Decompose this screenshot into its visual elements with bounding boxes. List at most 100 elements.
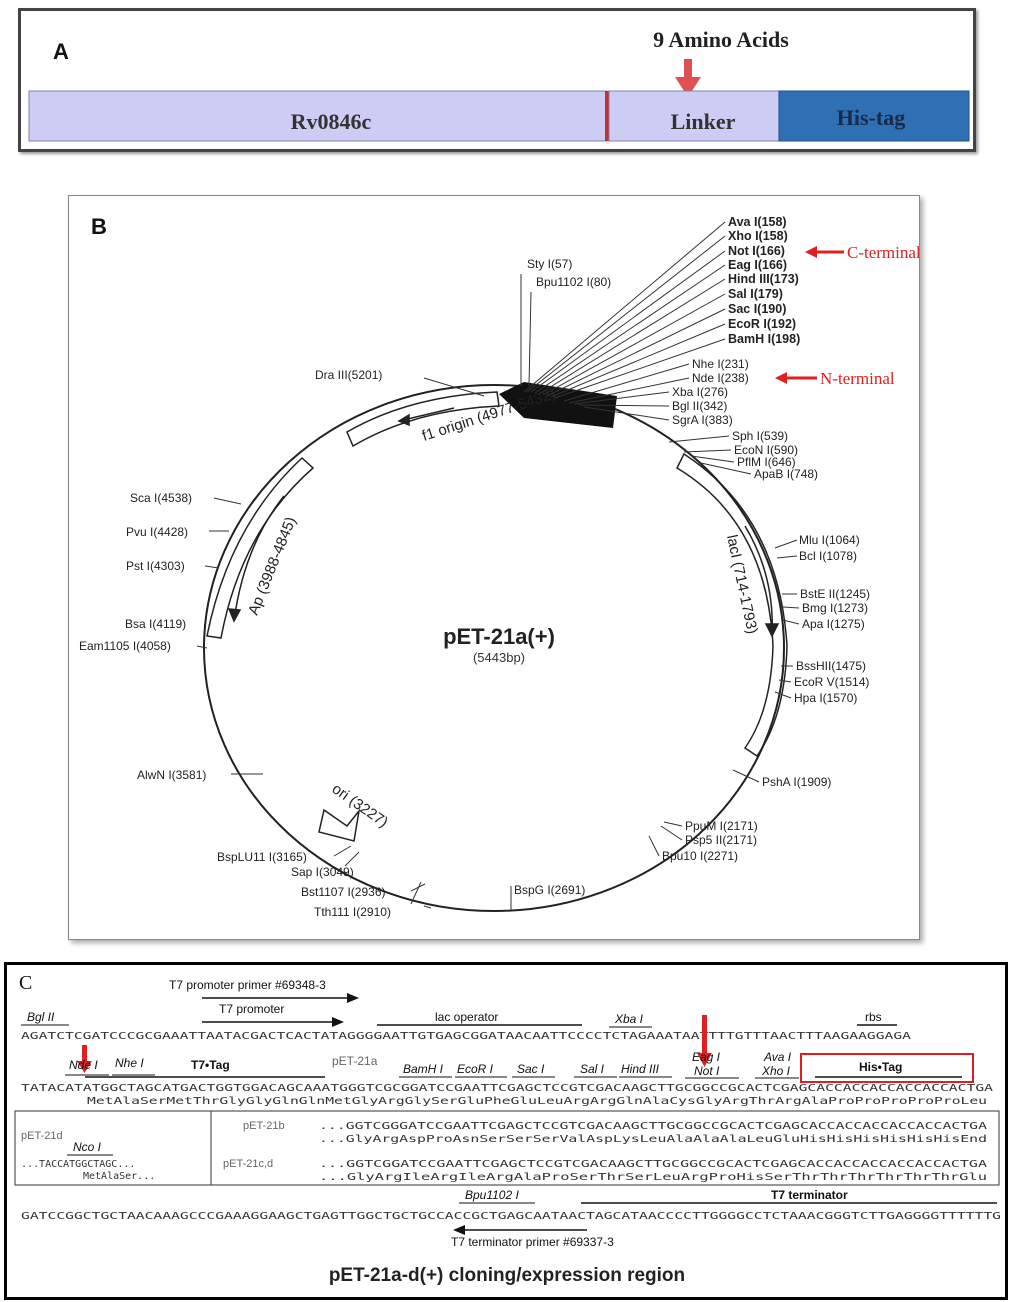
sequence-line-2: TATACATATGGCTAGCATGACTGGTGGACAGCAAATGGGT… xyxy=(21,1083,993,1094)
panel-a: A 9 Amino Acids Rv0846c Linker His-tag xyxy=(18,8,976,152)
sequence-line-3: GATCCGGCTGCTAACAAAGCCCGAAAGGAAGCTGAGTTGG… xyxy=(21,1211,1001,1222)
site-ava: Ava I(158) xyxy=(728,215,787,229)
panel-c: C T7 promoter primer #69348-3 T7 promote… xyxy=(4,962,1008,1300)
site-bcl: Bcl I(1078) xyxy=(799,549,857,563)
site-not: Not I(166) xyxy=(728,244,785,258)
right-site-labels: Sph I(539) EcoN I(590) PflM I(646) ApaB … xyxy=(662,429,870,863)
sequence-pet21d: ...TACCATGGCTAGC... xyxy=(21,1159,135,1170)
site-bpu10: Bpu10 I(2271) xyxy=(662,849,738,863)
lac-operator-label: lac operator xyxy=(435,1010,498,1024)
nde-arrow-icon xyxy=(77,1045,92,1073)
f1-origin-arc xyxy=(346,391,500,448)
panel-a-diagram: A 9 Amino Acids Rv0846c Linker His-tag xyxy=(28,27,970,142)
site-mlu: Mlu I(1064) xyxy=(799,533,860,547)
bottom-site-labels: BspG I(2691) Tth111 I(2910) Bst1107 I(29… xyxy=(217,850,585,919)
t7-terminator-label: T7 terminator xyxy=(771,1188,848,1202)
t7-terminator-primer-label: T7 terminator primer #69337-3 xyxy=(451,1235,614,1249)
site-xba: Xba I(276) xyxy=(672,385,728,399)
site-bamh: BamH I(198) xyxy=(728,332,800,346)
segment-his-tag xyxy=(778,90,970,142)
linker-arrow-icon xyxy=(675,59,701,97)
site-pst: Pst I(4303) xyxy=(126,559,185,573)
rbs-label: rbs xyxy=(865,1010,882,1024)
n-terminal-label: N-terminal xyxy=(820,369,895,388)
site-nhe: Nhe I(231) xyxy=(692,357,749,371)
mcs-block xyxy=(499,382,617,428)
aa-pet21d: MetAlaSer... xyxy=(83,1171,155,1182)
segment-linker xyxy=(608,90,780,142)
site-bsa: Bsa I(4119) xyxy=(125,617,186,631)
panel-b-label: B xyxy=(91,214,107,239)
not-arrow-icon xyxy=(697,1015,712,1067)
site-pflm: PflM I(646) xyxy=(737,455,796,469)
his-tag-label: His•Tag xyxy=(859,1060,902,1074)
site-bamhi: BamH I xyxy=(403,1062,444,1076)
pet21b-label: pET-21b xyxy=(243,1120,285,1132)
site-labels-row-2: Nde I Nhe I T7•Tag pET-21a BamH I EcoR I… xyxy=(69,1050,902,1078)
site-underlines-row-2 xyxy=(65,1074,962,1079)
site-ndei: Nde I xyxy=(69,1058,98,1072)
site-bste: BstE II(1245) xyxy=(800,587,870,601)
mcs-fan-lines xyxy=(423,221,726,421)
site-hpa: Hpa I(1570) xyxy=(794,691,857,705)
mcs-site-labels: Ava I(158) Xho I(158) Not I(166) Eag I(1… xyxy=(728,215,800,346)
site-bmg: Bmg I(1273) xyxy=(802,601,868,615)
panel-b: B f1 origin (4977-5432) Ap (3988-4845) l… xyxy=(68,195,921,940)
site-nde: Nde I(238) xyxy=(692,371,749,385)
pet21a-label: pET-21a xyxy=(332,1054,378,1068)
site-psp5: Psp5 II(2171) xyxy=(685,833,757,847)
ori-arrow xyxy=(318,808,361,842)
site-bsplu11: BspLU11 I(3165) xyxy=(217,850,307,864)
site-ncoi: Nco I xyxy=(73,1140,102,1154)
site-ppum: PpuM I(2171) xyxy=(685,819,758,833)
site-eagi: Eag I xyxy=(692,1050,721,1064)
terminator-primer-arrow-icon xyxy=(453,1225,465,1235)
left-site-lines xyxy=(196,497,263,775)
segment-label-rv0846c: Rv0846c xyxy=(291,109,372,134)
plasmid-name: pET-21a(+) xyxy=(443,624,555,649)
site-eam1105: Eam1105 I(4058) xyxy=(79,639,171,653)
feature-ori: ori (3227) xyxy=(329,780,391,831)
c-terminal-label: C-terminal xyxy=(847,243,919,262)
site-ecori: EcoR I xyxy=(457,1062,494,1076)
site-saci: Sac I xyxy=(517,1062,545,1076)
site-xbai: Xba I xyxy=(614,1012,644,1026)
site-sac: Sac I(190) xyxy=(728,302,786,316)
sequence-line-1: AGATCTCGATCCCGCGAAATTAATACGACTCACTATAGGG… xyxy=(21,1031,911,1042)
site-apa: Apa I(1275) xyxy=(802,617,865,631)
bottom-site-lines xyxy=(333,845,512,911)
his-tag-highlight-box xyxy=(800,1053,974,1083)
site-hind: Hind III(173) xyxy=(728,272,799,286)
t7-promoter-primer-label: T7 promoter primer #69348-3 xyxy=(169,978,326,992)
site-tth111: Tth111 I(2910) xyxy=(314,905,391,919)
site-nhei: Nhe I xyxy=(115,1056,144,1070)
site-bspg: BspG I(2691) xyxy=(514,883,585,897)
site-pvu: Pvu I(4428) xyxy=(126,525,188,539)
sequence-pet21cd: ...GGTCGGATCCGAATTCGAGCTCCGTCGACAAGCTTGC… xyxy=(319,1159,987,1170)
site-sali: Sal I xyxy=(580,1062,605,1076)
site-alwn: AlwN I(3581) xyxy=(137,768,206,782)
left-site-labels: AlwN I(3581) Eam1105 I(4058) Bsa I(4119)… xyxy=(79,491,206,782)
segment-rv0846c xyxy=(28,90,608,142)
site-psha: PshA I(1909) xyxy=(762,775,831,789)
site-dra3: Dra III(5201) xyxy=(315,368,382,382)
site-ecor: EcoR I(192) xyxy=(728,317,796,331)
site-sph: Sph I(539) xyxy=(732,429,788,443)
feature-laci: lacI (714-1793) xyxy=(723,533,761,635)
feature-ap: Ap (3988-4845) xyxy=(245,514,300,617)
site-ecorv: EcoR V(1514) xyxy=(794,675,869,689)
site-avai: Ava I xyxy=(763,1050,792,1064)
pet21cd-label: pET-21c,d xyxy=(223,1158,273,1170)
plasmid-map: B f1 origin (4977-5432) Ap (3988-4845) l… xyxy=(79,214,921,919)
panel-a-label: A xyxy=(53,39,69,64)
site-eag: Eag I(166) xyxy=(728,258,787,272)
c-terminal-arrow-icon xyxy=(805,246,844,258)
segment-divider xyxy=(605,91,609,141)
site-apab: ApaB I(748) xyxy=(754,467,818,481)
panel-c-label: C xyxy=(19,972,32,994)
n-terminal-arrow-icon xyxy=(775,372,817,384)
aa-pet21cd: ...GlyArgIleArgIleArgAlaProSerThrSerLeuA… xyxy=(319,1172,987,1183)
site-econ: EcoN I(590) xyxy=(734,443,798,457)
site-bst1107: Bst1107 I(2936) xyxy=(301,885,386,899)
aa-line-2: MetAlaSerMetThrGlyGlyGlnGlnMetGlyArgGlyS… xyxy=(87,1096,987,1107)
